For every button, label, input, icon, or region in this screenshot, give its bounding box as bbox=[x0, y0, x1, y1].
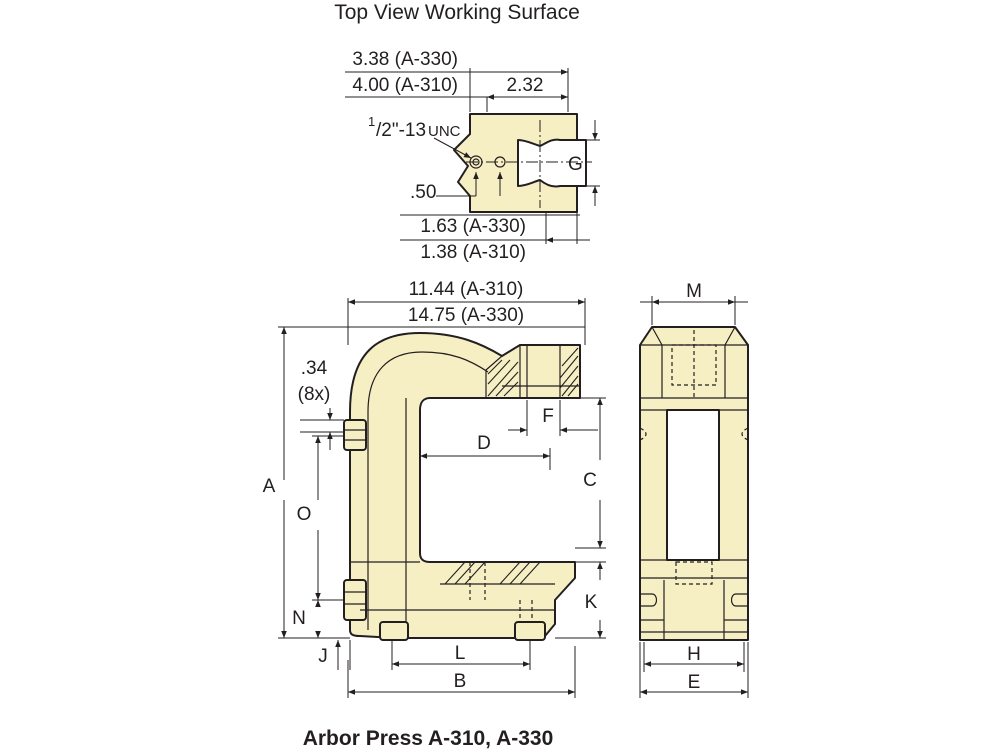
top-view-plate bbox=[453, 113, 592, 213]
side-view-dimensions bbox=[278, 298, 606, 698]
label-l: L bbox=[455, 643, 466, 664]
top-view-dimensions bbox=[345, 68, 600, 244]
dim-a310-bottom: 1.38 (A-310) bbox=[420, 242, 526, 263]
dim-a330-top: 3.38 (A-330) bbox=[352, 49, 458, 70]
label-a: A bbox=[263, 476, 276, 497]
label-n: N bbox=[292, 608, 306, 629]
label-g: G bbox=[568, 154, 583, 175]
front-view-dimensions bbox=[639, 296, 749, 698]
label-h: H bbox=[687, 644, 701, 665]
dim-a330-bottom: 1.63 (A-330) bbox=[420, 216, 526, 237]
top-view-title: Top View Working Surface bbox=[334, 1, 580, 24]
label-d: D bbox=[477, 433, 491, 454]
label-b: B bbox=[454, 671, 467, 692]
thread-fraction-rest: /2"-13 bbox=[376, 120, 426, 141]
label-j: J bbox=[318, 646, 328, 667]
dim-0-34: .34 bbox=[301, 358, 328, 379]
label-o: O bbox=[297, 504, 312, 525]
dim-width-a330: 14.75 (A-330) bbox=[408, 305, 524, 326]
label-c: C bbox=[583, 470, 597, 491]
dim-8x: (8x) bbox=[298, 384, 331, 405]
dim-width-a310: 11.44 (A-310) bbox=[409, 279, 524, 300]
side-view-frame bbox=[343, 332, 581, 641]
dim-2-32: 2.32 bbox=[507, 75, 544, 96]
dim-0-50: .50 bbox=[410, 182, 436, 203]
label-e: E bbox=[688, 672, 701, 693]
front-view-frame bbox=[639, 326, 749, 641]
dim-a310-top: 4.00 (A-310) bbox=[352, 75, 458, 96]
thread-unc: UNC bbox=[428, 123, 461, 140]
figure-caption: Arbor Press A-310, A-330 bbox=[303, 727, 554, 750]
label-f: F bbox=[542, 406, 554, 427]
label-m: M bbox=[686, 281, 702, 302]
label-k: K bbox=[585, 592, 598, 613]
thread-fraction-numerator: 1 bbox=[368, 114, 375, 129]
